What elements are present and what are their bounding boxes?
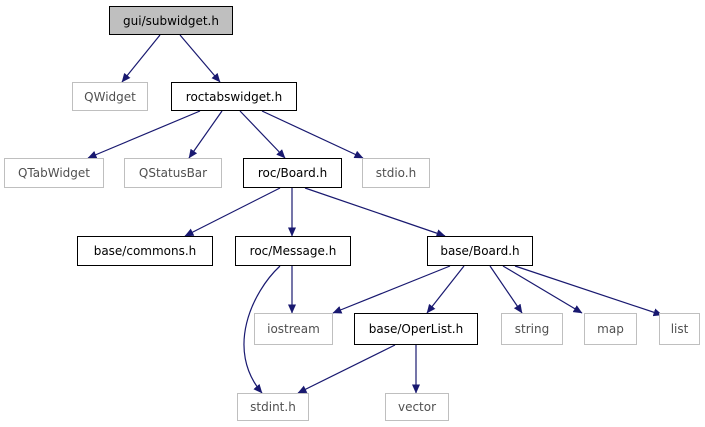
node-stdint-h: stdint.h (237, 393, 309, 421)
edge-roc-message-to-stdint (243, 265, 281, 394)
edge-subwidget-to-roctabswidget (179, 34, 221, 83)
edge-roctabswidget-to-qtabwidget (87, 110, 201, 159)
node-roc-board-h[interactable]: roc/Board.h (243, 158, 342, 188)
node-roc-message-h[interactable]: roc/Message.h (235, 236, 351, 266)
edge-roctabswidget-to-qstatusbar (188, 110, 223, 159)
edge-base-board-to-iostream (332, 265, 451, 314)
node-stdio-h: stdio.h (362, 158, 430, 188)
edge-roctabswidget-to-stdio (261, 110, 364, 159)
node-vector: vector (385, 393, 449, 421)
node-base-commons-h[interactable]: base/commons.h (77, 236, 213, 266)
node-roctabswidget-h[interactable]: roctabswidget.h (171, 82, 297, 111)
edge-base-board-to-operlist (426, 265, 465, 314)
node-qtabwidget: QTabWidget (4, 158, 104, 188)
edge-base-board-to-string (489, 265, 523, 314)
node-gui-subwidget-h[interactable]: gui/subwidget.h (109, 6, 233, 35)
edge-base-board-to-map (502, 265, 583, 314)
node-qstatusbar: QStatusBar (124, 158, 222, 188)
node-string: string (501, 313, 563, 345)
edge-roc-board-to-base-board (304, 187, 446, 238)
edge-operlist-to-stdint (297, 344, 396, 394)
edge-subwidget-to-qwidget (121, 34, 161, 83)
node-iostream: iostream (254, 313, 333, 345)
node-base-board-h[interactable]: base/Board.h (427, 236, 533, 266)
node-base-operlist-h[interactable]: base/OperList.h (354, 313, 478, 345)
edge-roctabswidget-to-roc-board (239, 110, 286, 159)
edge-roc-board-to-base-commons (184, 187, 281, 237)
node-list: list (659, 313, 700, 345)
node-map: map (584, 313, 637, 345)
node-qwidget: QWidget (72, 82, 148, 111)
edge-base-board-to-list (514, 265, 663, 317)
